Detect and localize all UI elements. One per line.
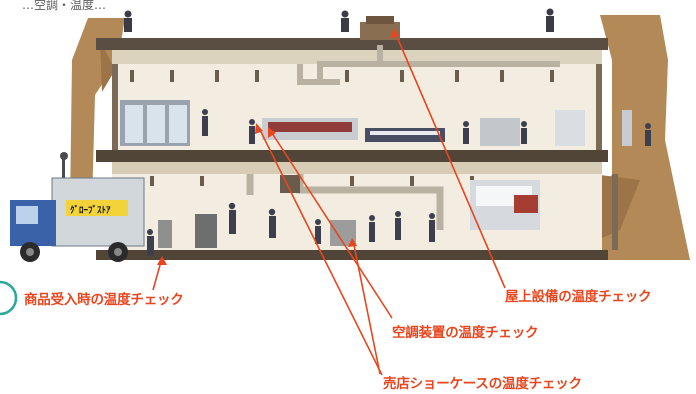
pointer-showcase-2 [352, 239, 381, 375]
header-caption: …空調・温度… [22, 0, 107, 12]
callout-receiving: 商品受入時の温度チェック [24, 292, 184, 308]
teal-marker-arc [0, 280, 18, 316]
pointer-arrowheads [157, 28, 399, 265]
callout-rooftop: 屋上設備の温度チェック [505, 289, 652, 305]
ceiling-lights-upper [130, 70, 554, 82]
truck-sign [66, 200, 128, 216]
pointer-showcase [257, 125, 383, 376]
callout-air-conditioning: 空調装置の温度チェック [392, 325, 539, 341]
upper-floor-contents [120, 100, 632, 146]
callout-showcase: 売店ショーケースの温度チェック [383, 376, 582, 392]
pointer-air-conditioning [269, 129, 393, 319]
upper-floor-people [202, 109, 651, 146]
rooftop-equipment [360, 16, 400, 40]
building-shell [96, 38, 618, 260]
rooftop-figures [124, 8, 554, 32]
roof-slab [96, 38, 608, 50]
pointer-rooftop [393, 29, 506, 289]
floor-slab-middle [96, 150, 608, 162]
delivery-truck [10, 177, 145, 262]
street-lamp [60, 152, 68, 188]
delivery-worker [147, 229, 154, 256]
lower-floor-people [228, 202, 435, 244]
pointer-lines [152, 29, 506, 376]
truck-sign-text: ｸﾞﾛｰﾌﾞｽﾄｱ [70, 206, 111, 216]
upper-ducts [297, 45, 560, 85]
